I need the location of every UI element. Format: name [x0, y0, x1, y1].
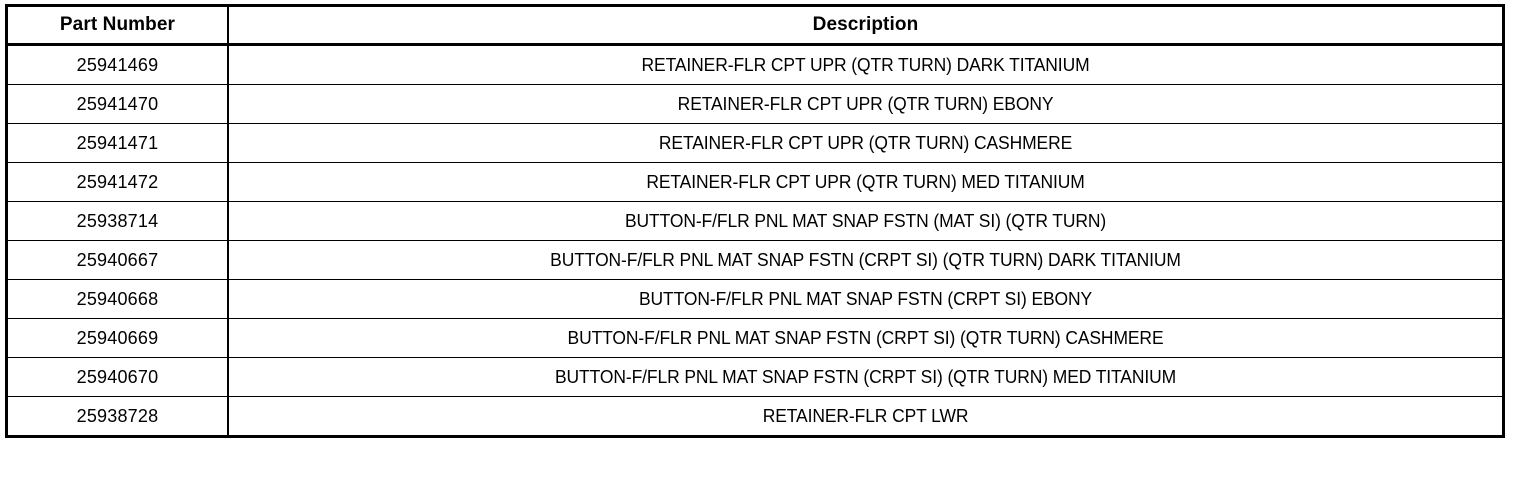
cell-part-number: 25940670 [6, 357, 229, 397]
cell-part-number: 25940668 [6, 279, 229, 319]
cell-description: BUTTON-F/FLR PNL MAT SNAP FSTN (CRPT SI)… [246, 318, 1485, 358]
table-row: 25941471 RETAINER-FLR CPT UPR (QTR TURN) … [6, 123, 1504, 163]
cell-part-number: 25941469 [6, 44, 229, 85]
cell-part-number: 25938714 [6, 201, 229, 241]
table-row: 25938728 RETAINER-FLR CPT LWR [6, 396, 1504, 437]
table-row: 25941472 RETAINER-FLR CPT UPR (QTR TURN) … [6, 162, 1504, 202]
cell-description: RETAINER-FLR CPT UPR (QTR TURN) MED TITA… [246, 162, 1485, 202]
cell-description: BUTTON-F/FLR PNL MAT SNAP FSTN (CRPT SI)… [246, 279, 1485, 319]
cell-description: RETAINER-FLR CPT UPR (QTR TURN) CASHMERE [246, 123, 1485, 163]
table-row: 25938714 BUTTON-F/FLR PNL MAT SNAP FSTN (… [6, 201, 1504, 241]
cell-description: RETAINER-FLR CPT UPR (QTR TURN) EBONY [246, 84, 1485, 124]
table-row: 25941470 RETAINER-FLR CPT UPR (QTR TURN) … [6, 84, 1504, 124]
table-header: Part Number Description [6, 5, 1504, 46]
table-row: 25940668 BUTTON-F/FLR PNL MAT SNAP FSTN (… [6, 279, 1504, 319]
cell-description: BUTTON-F/FLR PNL MAT SNAP FSTN (MAT SI) … [246, 201, 1485, 241]
table-row: 25940669 BUTTON-F/FLR PNL MAT SNAP FSTN (… [6, 318, 1504, 358]
cell-part-number: 25940669 [6, 318, 229, 358]
table-row: 25940670 BUTTON-F/FLR PNL MAT SNAP FSTN (… [6, 357, 1504, 397]
column-header-part-number: Part Number [6, 5, 229, 46]
cell-description: BUTTON-F/FLR PNL MAT SNAP FSTN (CRPT SI)… [246, 240, 1485, 280]
cell-description: RETAINER-FLR CPT LWR [246, 396, 1485, 437]
table-row: 25941469 RETAINER-FLR CPT UPR (QTR TURN) … [6, 44, 1504, 85]
cell-part-number: 25938728 [6, 396, 229, 437]
table-row: 25940667 BUTTON-F/FLR PNL MAT SNAP FSTN (… [6, 240, 1504, 280]
cell-part-number: 25941470 [6, 84, 229, 124]
cell-part-number: 25941472 [6, 162, 229, 202]
cell-description: BUTTON-F/FLR PNL MAT SNAP FSTN (CRPT SI)… [246, 357, 1485, 397]
cell-part-number: 25940667 [6, 240, 229, 280]
header-row: Part Number Description [6, 5, 1504, 46]
column-header-description: Description [226, 5, 1504, 46]
cell-part-number: 25941471 [6, 123, 229, 163]
cell-description: RETAINER-FLR CPT UPR (QTR TURN) DARK TIT… [246, 44, 1485, 85]
